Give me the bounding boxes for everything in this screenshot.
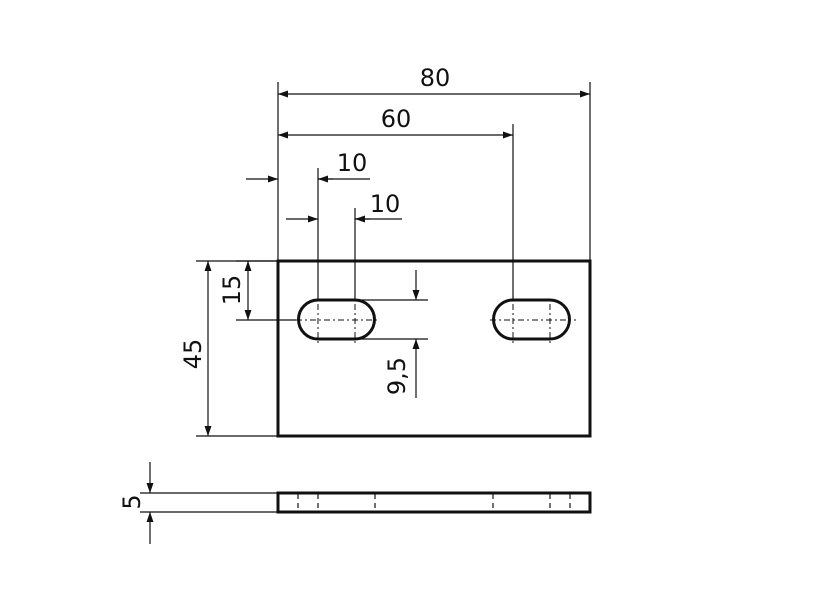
dim-thickness-label: 5 [118,494,146,509]
dim-thickness: 5 [118,462,278,544]
slot-centerlines [296,304,576,344]
dim-overall-length-label: 80 [420,64,451,92]
dim-slot-start-label: 10 [337,149,368,177]
dim-hole-spacing-label: 60 [381,105,412,133]
dim-slot-width: 9,5 [355,270,428,398]
dim-slot-width-label: 9,5 [383,357,411,395]
dim-slot-offset: 15 [218,260,296,321]
dim-slot-offset-label: 15 [218,275,246,306]
side-view [276,491,592,514]
dim-overall-width: 45 [179,260,278,437]
slot-left [297,298,376,341]
dim-hole-spacing: 60 [278,105,514,300]
dim-slot-travel-label: 10 [370,190,401,218]
slot-right [492,298,571,341]
top-view [276,259,592,438]
side-plate-outline [276,491,592,514]
plate-outline [276,259,592,438]
dim-slot-start: 10 [246,149,370,300]
dim-overall-width-label: 45 [179,339,207,370]
dim-slot-travel: 10 [286,190,402,300]
dim-overall-length: 80 [277,64,591,261]
side-hidden-lines [297,494,571,511]
